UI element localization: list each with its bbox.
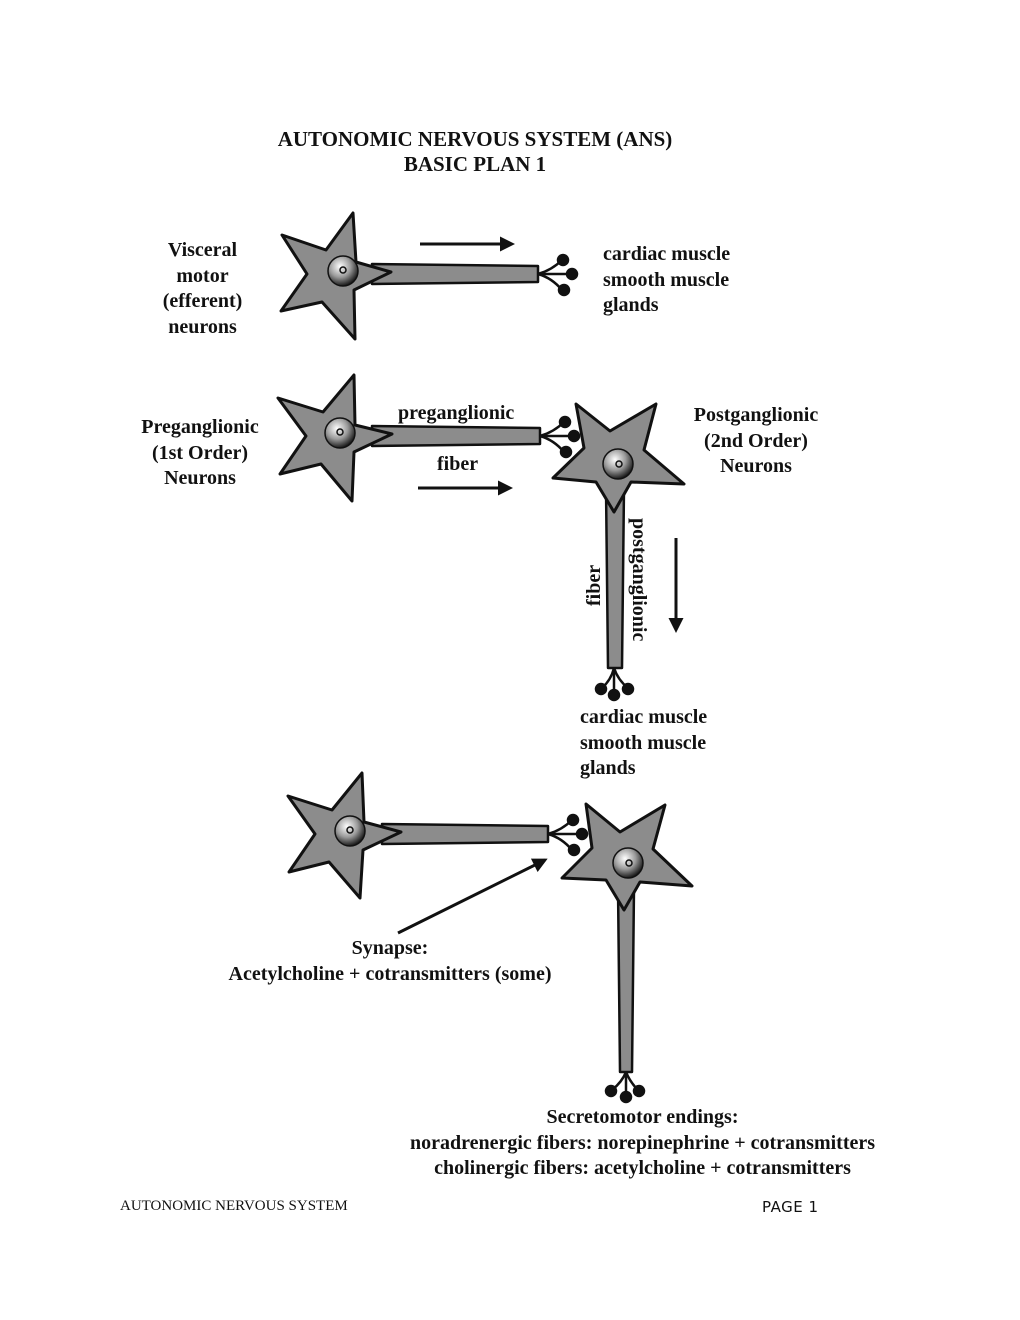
label-line: neurons [168, 315, 237, 338]
preganglionic-fiber-label-top: preganglionic [398, 402, 515, 424]
panel1-nucleus [327, 255, 359, 287]
label-line: Neurons [720, 455, 792, 477]
target-line: cardiac muscle [580, 706, 708, 728]
panel3-post-terminal [604, 1071, 646, 1104]
target-line: glands [603, 294, 659, 316]
synapse-arrow [397, 858, 548, 935]
panel2-pre-neuron [276, 373, 581, 503]
label-line: cholinergic fibers: acetylcholine + cotr… [434, 1157, 851, 1179]
page-number: PAGE 1 [762, 1198, 819, 1216]
target-line: smooth muscle [580, 731, 707, 754]
label-line: Acetylcholine + cotransmitters (some) [228, 962, 552, 985]
panel3-pre-neuron [286, 771, 589, 900]
panel1-terminal [537, 253, 579, 297]
panel2-targets: cardiac muscle smooth muscle glands [580, 705, 707, 782]
panel1-targets: cardiac muscle smooth muscle glands [603, 242, 730, 319]
label-line: (efferent) [162, 290, 243, 312]
target-line: cardiac muscle [603, 243, 731, 265]
label-line: noradrenergic fibers: norepinephrine + c… [409, 1131, 876, 1154]
target-line: smooth muscle [603, 268, 730, 291]
label-line: Neurons [164, 467, 236, 489]
postganglionic-fiber-label-a: postganglionic [628, 518, 650, 642]
panel3-post-axon [616, 886, 636, 1074]
visceral-motor-label: Visceral motor (efferent) neurons [135, 238, 270, 340]
title-line2: BASIC PLAN 1 [403, 152, 547, 176]
postganglionic-fiber-label-b: fiber [583, 564, 605, 606]
title-line1: AUTONOMIC NERVOUS SYSTEM (ANS) [277, 127, 673, 151]
panel1-axon [370, 262, 540, 286]
panel3-pre-nucleus [334, 815, 366, 847]
preganglionic-fiber-label-bottom: fiber [437, 453, 479, 475]
synapse-label: Synapse: Acetylcholine + cotransmitters … [205, 936, 575, 987]
panel3-pre-axon [380, 822, 550, 846]
panel3-pre-terminal [547, 813, 589, 857]
target-line: glands [580, 757, 636, 779]
label-line: Visceral [167, 239, 238, 261]
panel1-neuron [279, 211, 579, 341]
panel3-post-neuron [560, 802, 694, 1104]
panel2-post-neuron [551, 402, 686, 702]
panel2-pre-nucleus [324, 417, 356, 449]
panel2-post-terminal [594, 667, 635, 702]
label-line: motor [176, 264, 229, 287]
preganglionic-neurons-label: Preganglionic (1st Order) Neurons [125, 415, 275, 492]
label-line: (2nd Order) [704, 429, 808, 452]
postganglionic-neurons-label: Postganglionic (2nd Order) Neurons [680, 403, 832, 480]
label-line: Synapse: [351, 937, 429, 959]
footer-title: AUTONOMIC NERVOUS SYSTEM [120, 1198, 348, 1214]
label-line: (1st Order) [151, 441, 249, 464]
secretomotor-endings-label: Secretomotor endings: noradrenergic fibe… [385, 1105, 900, 1182]
panel2-post-nucleus [602, 448, 634, 480]
label-line: Postganglionic [693, 404, 819, 426]
panel2-post-axon [604, 486, 626, 670]
panel3-post-nucleus [612, 847, 644, 879]
label-line: Secretomotor endings: [546, 1106, 739, 1128]
panel2-pre-axon [370, 424, 542, 448]
page-title: AUTONOMIC NERVOUS SYSTEM (ANS) BASIC PLA… [220, 127, 730, 177]
panel2-pre-terminal [539, 415, 581, 459]
label-line: Preganglionic [141, 416, 259, 438]
